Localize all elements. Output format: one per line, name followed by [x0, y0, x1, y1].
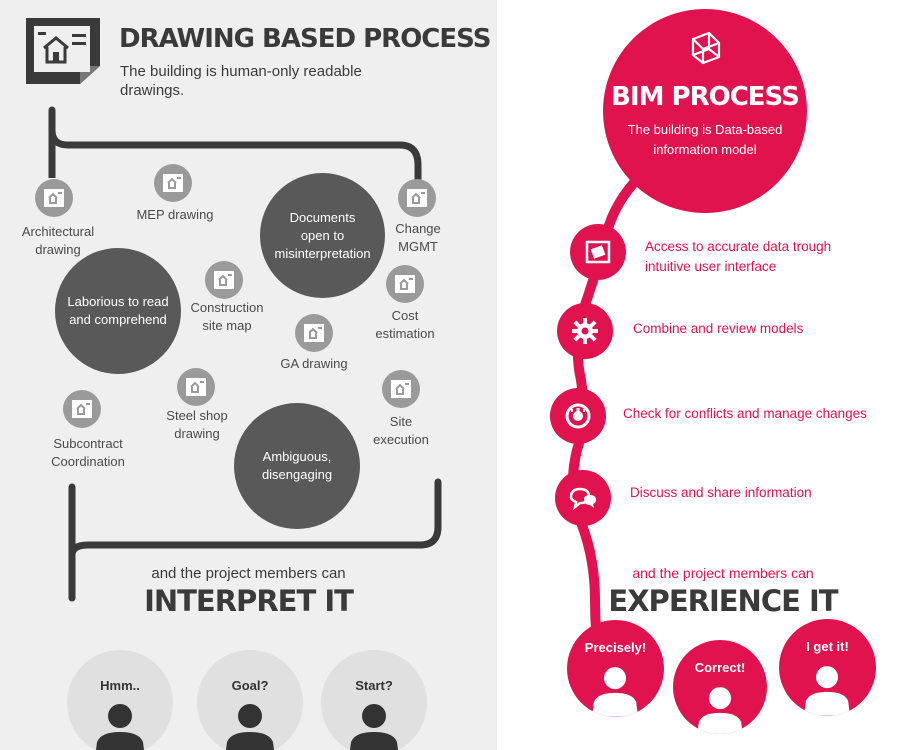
- person-bubble-goal: Goal?: [197, 650, 303, 750]
- bim-title: BIM PROCESS: [611, 82, 800, 112]
- person-icon: [226, 704, 274, 750]
- step-discuss-share: Discuss and share information: [630, 485, 812, 500]
- label-site-execution: Site execution: [373, 414, 429, 447]
- chat-icon: [555, 470, 611, 526]
- interpret-lead-text: and the project members can: [151, 565, 346, 582]
- drawing-icon: [570, 224, 626, 280]
- label-steel-shop-drawing: Steel shop drawing: [166, 408, 228, 441]
- document-icon: [398, 179, 436, 217]
- bim-main-circle: BIM PROCESS The building is Data-based i…: [603, 9, 807, 213]
- experience-heading: EXPERIENCE IT: [608, 584, 838, 618]
- document-icon: [386, 265, 424, 303]
- experience-lead-text: and the project members can: [632, 565, 814, 581]
- document-icon: [35, 179, 73, 217]
- person-icon: [697, 687, 743, 734]
- step-check-conflicts: Check for conflicts and manage changes: [623, 406, 867, 421]
- document-icon: [154, 164, 192, 202]
- person-bubble-start: Start?: [321, 650, 427, 750]
- person-icon: [804, 666, 850, 716]
- document-icon: [63, 390, 101, 428]
- circle-laborious: Laborious to read and comprehend: [55, 248, 181, 374]
- document-icon: [205, 261, 243, 299]
- interpret-heading: INTERPRET IT: [144, 584, 354, 618]
- person-quote: I get it!: [806, 639, 849, 654]
- label-construction-site-map: Construction site map: [190, 300, 264, 333]
- person-icon: [96, 704, 144, 750]
- blueprint-icon: [22, 14, 106, 86]
- cube-icon: [691, 31, 721, 65]
- step-access-data: Access to accurate data trough intuitive…: [645, 239, 832, 274]
- person-icon: [350, 704, 398, 750]
- circle-ambiguous: Ambiguous, disengaging: [234, 403, 360, 529]
- drawing-process-subtitle: The building is human-only readable draw…: [120, 63, 362, 99]
- person-quote: Precisely!: [584, 640, 647, 655]
- label-architectural-drawing: Architectural drawing: [21, 224, 95, 257]
- label-mep-drawing: MEP drawing: [136, 207, 214, 222]
- person-icon: [592, 667, 638, 717]
- person-bubble-precisely: Precisely!: [567, 620, 664, 717]
- person-quote: Hmm..: [100, 678, 140, 693]
- document-icon: [177, 368, 215, 406]
- bim-subtitle: The building is Data-based information m…: [627, 122, 783, 157]
- document-icon: [382, 370, 420, 408]
- gauge-icon: [550, 388, 606, 444]
- label-subcontract-coordination: Subcontract Coordination: [51, 436, 125, 469]
- bim-process-panel: BIM PROCESS The building is Data-based i…: [497, 0, 899, 750]
- person-bubble-i-get-it: I get it!: [779, 619, 876, 716]
- label-ga-drawing: GA drawing: [280, 356, 348, 371]
- person-quote: Start?: [355, 678, 393, 693]
- person-bubble-correct: Correct!: [673, 640, 767, 734]
- process-connector-lines: [48, 106, 442, 602]
- person-quote: Goal?: [231, 678, 269, 693]
- drawing-process-title: DRAWING BASED PROCESS: [119, 24, 491, 54]
- document-icon: [295, 314, 333, 352]
- person-quote: Correct!: [694, 660, 746, 675]
- step-combine-models: Combine and review models: [633, 321, 804, 336]
- gear-icon: [557, 303, 613, 359]
- label-cost-estimation: Cost estimation: [375, 308, 435, 341]
- person-bubble-hmm: Hmm..: [67, 650, 173, 750]
- circle-documents-misinterpretation: Documents open to misinterpretation: [260, 173, 385, 298]
- label-change-mgmt: Change MGMT: [395, 221, 441, 254]
- drawing-process-panel: DRAWING BASED PROCESS The building is hu…: [0, 0, 497, 750]
